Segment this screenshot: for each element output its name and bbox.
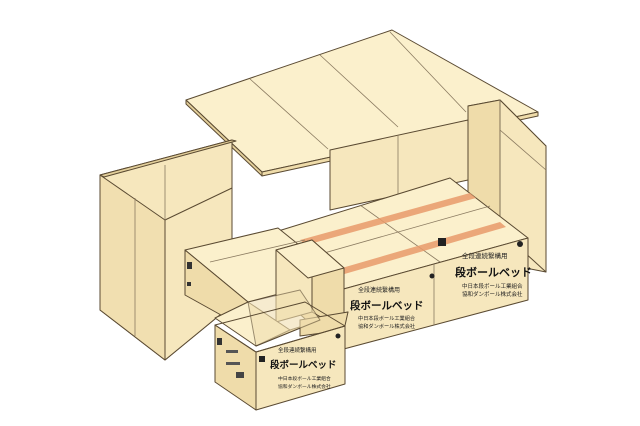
box-label-small: 全段連続繋構用 段ボールベッド 中日本段ボール工業組合 協和ダンボール株式会社	[259, 333, 341, 390]
logo-mark-icon	[438, 238, 446, 246]
mid-label-title: 段ボールベッド	[350, 299, 424, 312]
packing-tape-1	[300, 193, 476, 245]
small-label-title: 段ボールベッド	[270, 359, 337, 371]
small-corner-logo-icon	[335, 333, 341, 339]
box-label-large: 全段連続繋構用 段ボールベッド 中日本段ボール工業組合 協和ダンボール株式会社	[438, 238, 532, 298]
mid-label-line1: 中日本段ボール工業組合	[358, 314, 416, 322]
mid-label-header: 全段連続繋構用	[358, 286, 400, 294]
packing-tape-2	[335, 222, 506, 275]
small-label-header: 全段連続繋構用	[278, 346, 317, 354]
label-line2: 協和ダンボール株式会社	[462, 290, 523, 298]
small-logo-mark-icon	[259, 356, 265, 362]
small-label-line2: 協和ダンボール株式会社	[278, 383, 331, 390]
label-title: 段ボールベッド	[455, 265, 532, 279]
small-label-line1: 中日本段ボール工業組合	[278, 375, 331, 382]
label-line1: 中日本段ボール工業組合	[462, 282, 523, 290]
side-marks	[187, 262, 244, 378]
corner-logo-icon	[517, 241, 523, 247]
label-header: 全段連続繋構用	[462, 251, 508, 260]
left-side-panel	[99, 139, 237, 361]
open-box-front	[214, 289, 349, 411]
mid-corner-logo-icon	[429, 273, 435, 279]
mid-label-line2: 協和ダンボール株式会社	[358, 322, 415, 330]
box-label-middle: 全段連続繋構用 段ボールベッド 中日本段ボール工業組合 協和ダンボール株式会社	[350, 273, 435, 330]
